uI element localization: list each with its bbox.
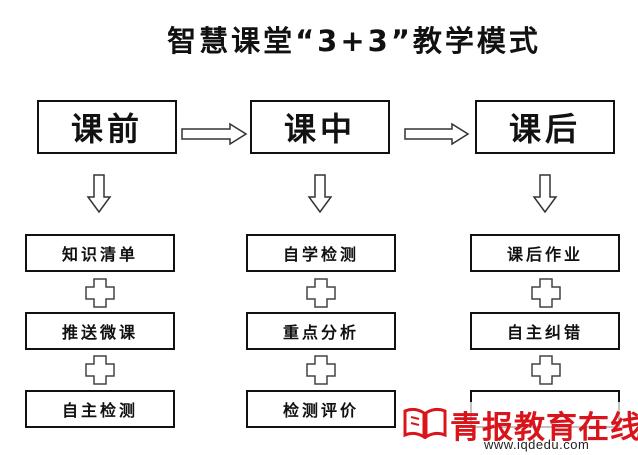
watermark-url: www.iqdedu.com [484,437,590,452]
plus-connector-icon [306,355,336,385]
step-box: 重点分析 [246,312,396,350]
plus-connector-icon [531,278,561,308]
hollow-down-arrow [86,174,112,214]
diagram-title: 智慧课堂“3+3”教学模式 [167,24,541,58]
plus-connector-icon [85,355,115,385]
step-box: 自主纠错 [470,312,620,350]
phase-box-after-class: 课后 [475,100,615,154]
step-box: 检测评价 [246,390,396,428]
open-book-icon [403,407,447,439]
watermark-logo: 青报教育在线 www.iqdedu.com [400,402,638,455]
step-box: 推送微课 [25,312,175,350]
step-box: 课后作业 [470,234,620,272]
hollow-right-arrow [404,122,470,146]
hollow-right-arrow [181,122,248,146]
phase-box-before-class: 课前 [37,100,177,154]
watermark-name: 青报教育在线 [450,410,638,446]
hollow-down-arrow [532,174,558,214]
phase-box-in-class: 课中 [250,100,390,154]
step-box: 知识清单 [25,234,175,272]
plus-connector-icon [306,278,336,308]
plus-connector-icon [85,278,115,308]
plus-connector-icon [531,355,561,385]
step-box: 自学检测 [246,234,396,272]
hollow-down-arrow [307,174,333,214]
step-box: 自主检测 [25,390,175,428]
